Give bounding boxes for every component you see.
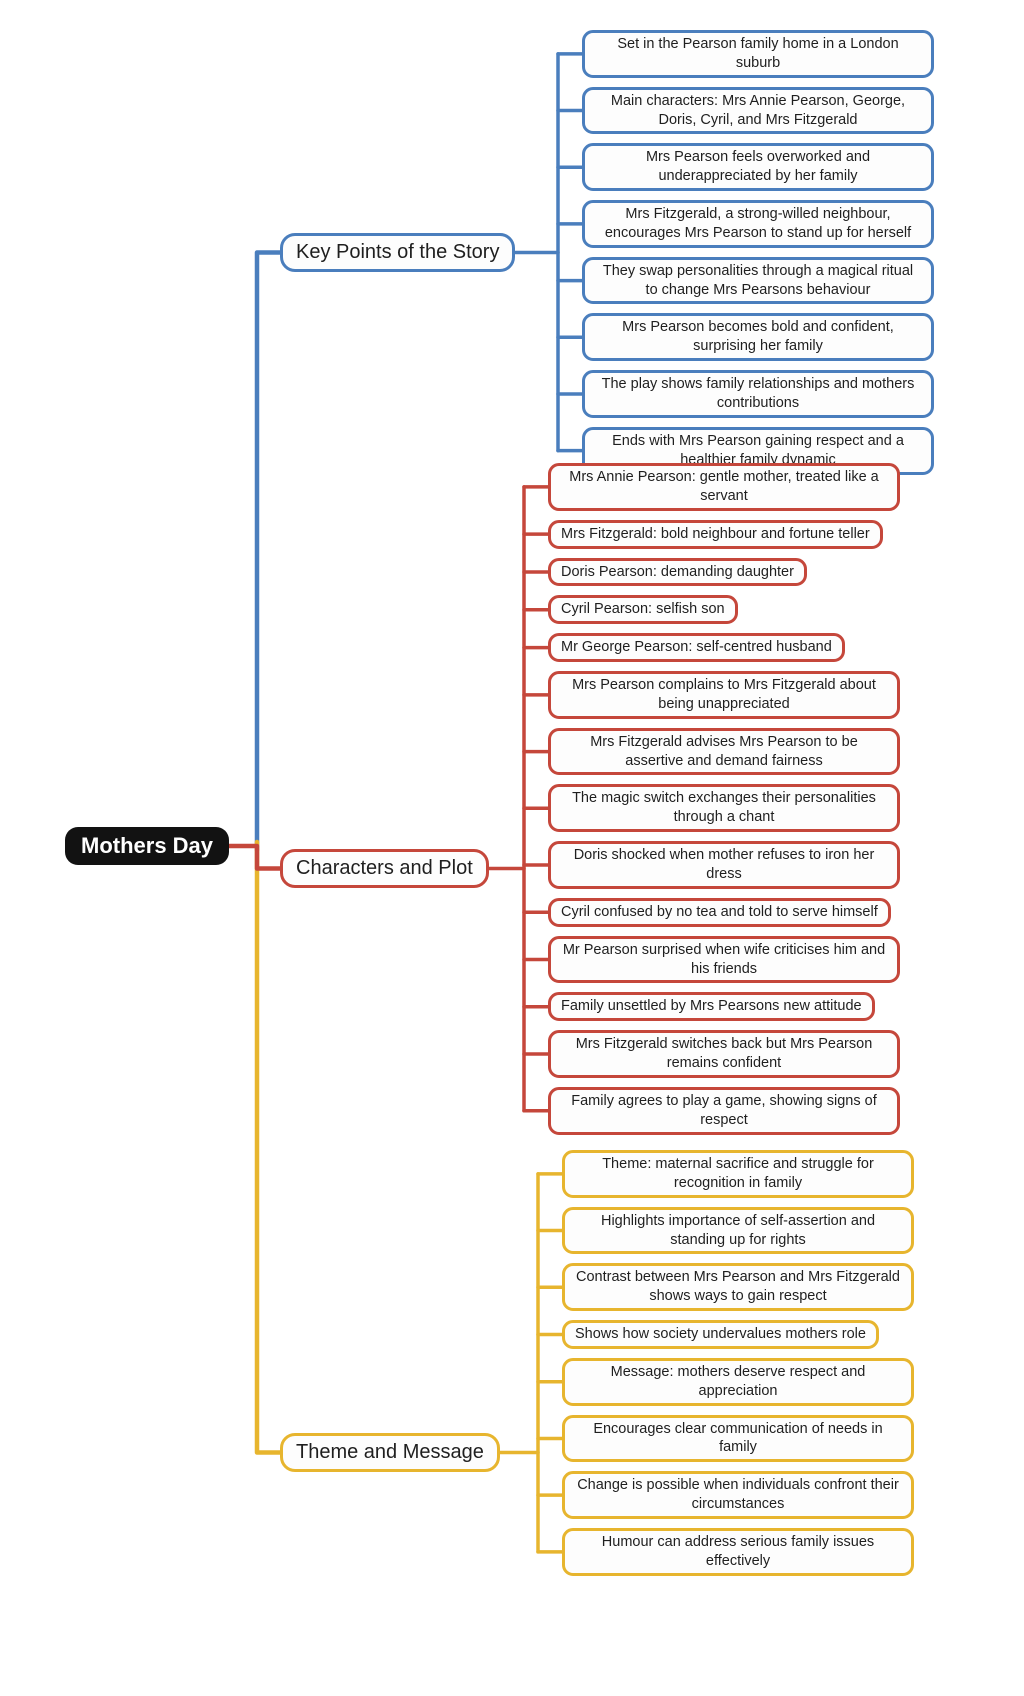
leaf-node[interactable]: Shows how society undervalues mothers ro… [562,1320,879,1349]
leaf-node[interactable]: Mrs Pearson feels overworked and underap… [582,143,934,192]
leaf-node[interactable]: Mr George Pearson: self-centred husband [548,633,845,663]
leaf-node[interactable]: Doris shocked when mother refuses to iro… [548,841,900,889]
leaf-node[interactable]: Family unsettled by Mrs Pearsons new att… [548,992,875,1022]
branch-group-key-points: Set in the Pearson family home in a Lond… [582,30,934,475]
leaf-node[interactable]: Contrast between Mrs Pearson and Mrs Fit… [562,1263,914,1312]
leaf-node[interactable]: Highlights importance of self-assertion … [562,1206,914,1255]
branch-group-theme-and-message: Theme: maternal sacrifice and struggle f… [562,1150,914,1576]
leaf-node[interactable]: Cyril Pearson: selfish son [548,595,738,625]
leaf-node[interactable]: Mrs Pearson complains to Mrs Fitzgerald … [548,671,900,719]
leaf-node[interactable]: Theme: maternal sacrifice and struggle f… [562,1150,914,1198]
leaf-node[interactable]: The play shows family relationships and … [582,370,934,418]
trunk-theme-message [254,839,283,1455]
trunk-characters-plot [224,843,283,871]
leaf-node[interactable]: The magic switch exchanges their persona… [548,784,900,833]
leaf-node[interactable]: Set in the Pearson family home in a Lond… [582,30,934,78]
leaf-node[interactable]: Mrs Fitzgerald switches back but Mrs Pea… [548,1030,900,1078]
leaf-node[interactable]: Mrs Annie Pearson: gentle mother, treate… [548,463,900,511]
leaf-node[interactable]: Mrs Pearson becomes bold and confident, … [582,313,934,362]
leaf-node[interactable]: Mr Pearson surprised when wife criticise… [548,935,900,984]
leaf-node[interactable]: Doris Pearson: demanding daughter [548,557,807,587]
root-node-mothers-day[interactable]: Mothers Day [65,827,230,865]
leaf-node[interactable]: Message: mothers deserve respect and app… [562,1357,914,1406]
leaf-node[interactable]: Mrs Fitzgerald advises Mrs Pearson to be… [548,727,900,776]
leaf-node[interactable]: Mrs Fitzgerald, a strong-willed neighbou… [582,200,934,248]
trunk-key-points [254,250,283,853]
branch-group-characters-and-plot: Mrs Annie Pearson: gentle mother, treate… [548,463,900,1135]
leaf-node[interactable]: Mrs Fitzgerald: bold neighbour and fortu… [548,519,883,549]
leaf-node[interactable]: Encourages clear communication of needs … [562,1414,914,1463]
branch-label-characters-and-plot[interactable]: Characters and Plot [280,849,489,888]
leaf-node[interactable]: Change is possible when individuals conf… [562,1471,914,1519]
leaf-node[interactable]: Humour can address serious family issues… [562,1527,914,1576]
branch-label-key-points[interactable]: Key Points of the Story [280,233,516,272]
leaf-node[interactable]: Family agrees to play a game, showing si… [548,1086,900,1135]
branch-label-theme-and-message[interactable]: Theme and Message [280,1433,500,1472]
leaf-node[interactable]: They swap personalities through a magica… [582,256,934,305]
leaf-node[interactable]: Main characters: Mrs Annie Pearson, Geor… [582,86,934,135]
leaf-node[interactable]: Cyril confused by no tea and told to ser… [548,897,891,927]
